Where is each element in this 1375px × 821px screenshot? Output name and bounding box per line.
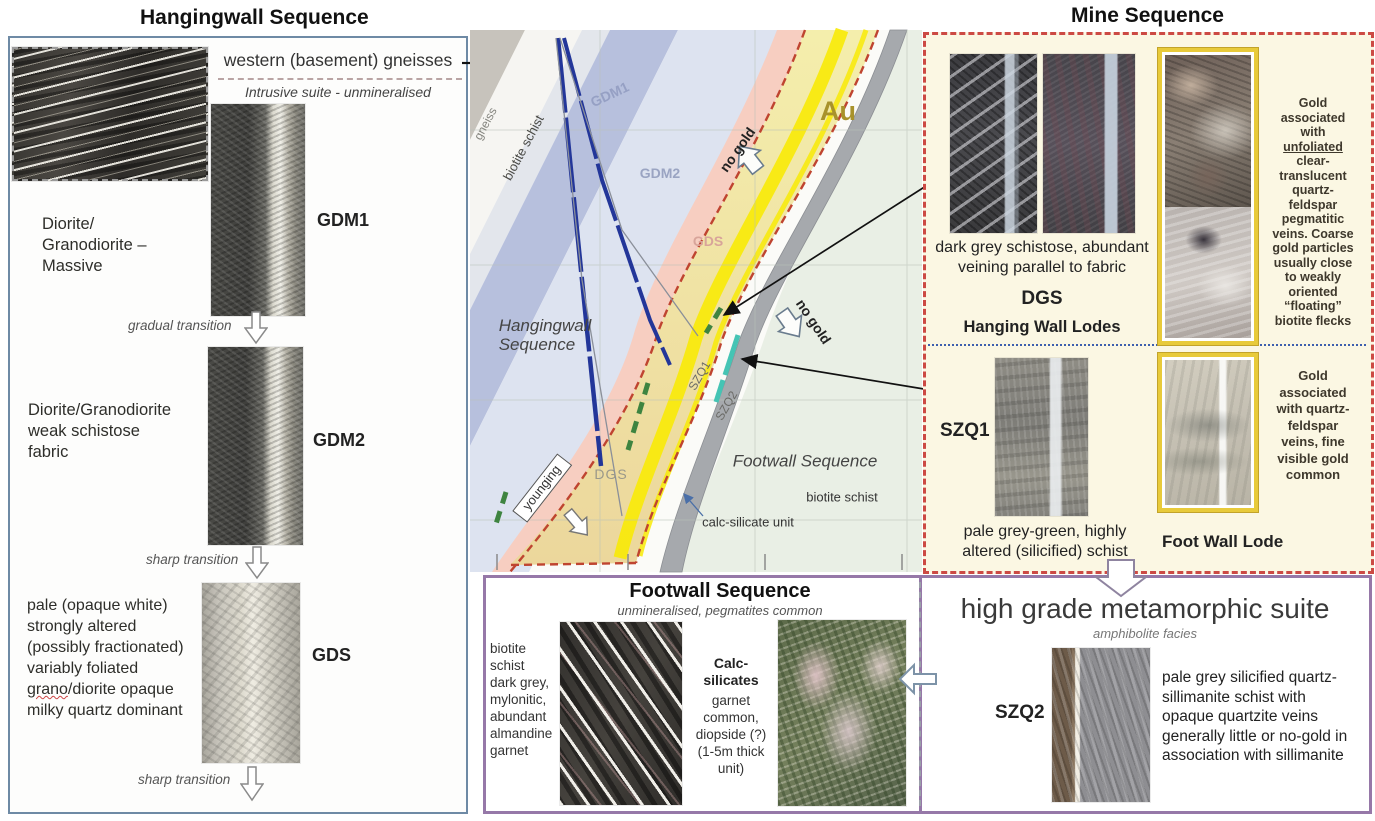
map-footwall-label: Footwall Sequence xyxy=(732,451,878,471)
map-dgs-label: DGS xyxy=(594,466,628,483)
gds-desc-pre: pale (opaque white) strongly altered (po… xyxy=(27,597,184,677)
dgs-core-photo-1 xyxy=(950,54,1037,233)
gds-description: pale (opaque white) strongly altered (po… xyxy=(27,595,199,721)
highgrade-szq2-code: SZQ2 xyxy=(995,702,1045,723)
hanging-wall-lodes-label: Hanging Wall Lodes xyxy=(963,318,1121,336)
hw-lode-photo-top xyxy=(1165,55,1251,207)
footwall-left-text: biotite schist dark grey, mylonitic, abu… xyxy=(490,641,553,758)
map-au-label: Au xyxy=(820,95,856,126)
hw-lode-photo-bottom xyxy=(1165,207,1251,338)
footwall-schist-photo xyxy=(560,622,682,805)
szq1-caption: pale grey-green, highly altered (silicif… xyxy=(962,523,1128,560)
western-gneisses-label: western (basement) gneisses xyxy=(223,50,453,70)
hangingwall-title: Hangingwall Sequence xyxy=(140,6,369,29)
map-gdm2-label: GDM2 xyxy=(639,165,681,182)
gdm2-description: Diorite/Granodiorite weak schistose fabr… xyxy=(28,401,172,461)
footwall-title: Footwall Sequence xyxy=(629,580,811,602)
calc-silicates-title: Calc- silicates xyxy=(703,655,759,688)
map-footwall-biotite-label: biotite schist xyxy=(806,489,878,505)
gold-note-hw-unfoliated: unfoliated xyxy=(1283,139,1343,154)
footwall-subtitle: unmineralised, pegmatites common xyxy=(617,603,823,618)
gdm1-description: Diorite/ Granodiorite – Massive xyxy=(42,215,147,275)
calc-silicate-photo xyxy=(778,620,906,806)
gds-core-photo xyxy=(202,583,300,763)
left-arrow-icon xyxy=(898,662,937,696)
geological-cross-section-svg xyxy=(470,27,931,573)
cross-section-map: gneiss biotite schist GDM1 GDM2 GDS Au n… xyxy=(470,27,931,573)
highgrade-text: pale grey silicified quartz- sillimanite… xyxy=(1162,669,1348,764)
mine-title: Mine Sequence xyxy=(1071,4,1224,27)
fw-lode-photo-frame xyxy=(1158,353,1258,512)
mine-dgs-code: DGS xyxy=(1021,288,1063,309)
transition1-label: gradual transition xyxy=(128,318,232,333)
down-arrow-icon xyxy=(240,766,264,802)
gds-desc-grano: grano xyxy=(27,681,68,698)
mine-szq1-code: SZQ1 xyxy=(940,420,990,441)
transition3-label: sharp transition xyxy=(138,772,231,787)
szq1-core-photo xyxy=(995,358,1088,516)
gds-code-label: GDS xyxy=(312,645,352,665)
gds-desc-post: /diorite opaque milky quartz dominant xyxy=(27,681,183,719)
fw-lode-photo xyxy=(1165,360,1251,505)
gold-note-fw: Gold associated with quartz- feldspar ve… xyxy=(1276,368,1350,482)
map-hangingwall-label: Hangingwall Sequence xyxy=(498,315,592,354)
gold-note-hw-post: clear- translucent quartz- feldspar pegm… xyxy=(1272,154,1354,328)
gdm2-code-label: GDM2 xyxy=(313,430,366,450)
intrusive-suite-note: Intrusive suite - unmineralised xyxy=(245,84,431,100)
calc-silicates-text: garnet common, diopside (?) (1-5m thick … xyxy=(695,693,767,776)
lode-divider xyxy=(928,344,1366,346)
down-arrow-icon xyxy=(245,546,269,580)
gdm1-code-label: GDM1 xyxy=(317,210,370,230)
dgs-core-photo-2 xyxy=(1043,54,1135,233)
map-calc-silicate-label: calc-silicate unit xyxy=(702,514,794,530)
gneiss-rock-photo xyxy=(12,47,208,181)
highgrade-left-dashed-divider xyxy=(919,582,921,806)
dgs-caption: dark grey schistose, abundant veining pa… xyxy=(935,239,1149,276)
down-arrow-icon xyxy=(244,311,268,345)
dashed-divider xyxy=(218,78,462,80)
transition2-label: sharp transition xyxy=(146,552,239,567)
map-gds-label: GDS xyxy=(692,233,724,250)
down-arrow-large-icon xyxy=(1094,559,1148,598)
gdm1-core-photo xyxy=(211,104,305,316)
gold-note-hw: Gold associated with unfoliated clear- t… xyxy=(1262,96,1364,328)
foot-wall-lode-label: Foot Wall Lode xyxy=(1162,532,1284,551)
gold-note-hw-pre: Gold associated with xyxy=(1280,96,1346,139)
hw-lode-photo-frame xyxy=(1158,48,1258,345)
highgrade-subtitle: amphibolite facies xyxy=(1092,626,1198,641)
gdm2-core-photo xyxy=(208,347,303,545)
szq2-core-photo xyxy=(1052,648,1150,802)
highgrade-title: high grade metamorphic suite xyxy=(960,593,1330,624)
